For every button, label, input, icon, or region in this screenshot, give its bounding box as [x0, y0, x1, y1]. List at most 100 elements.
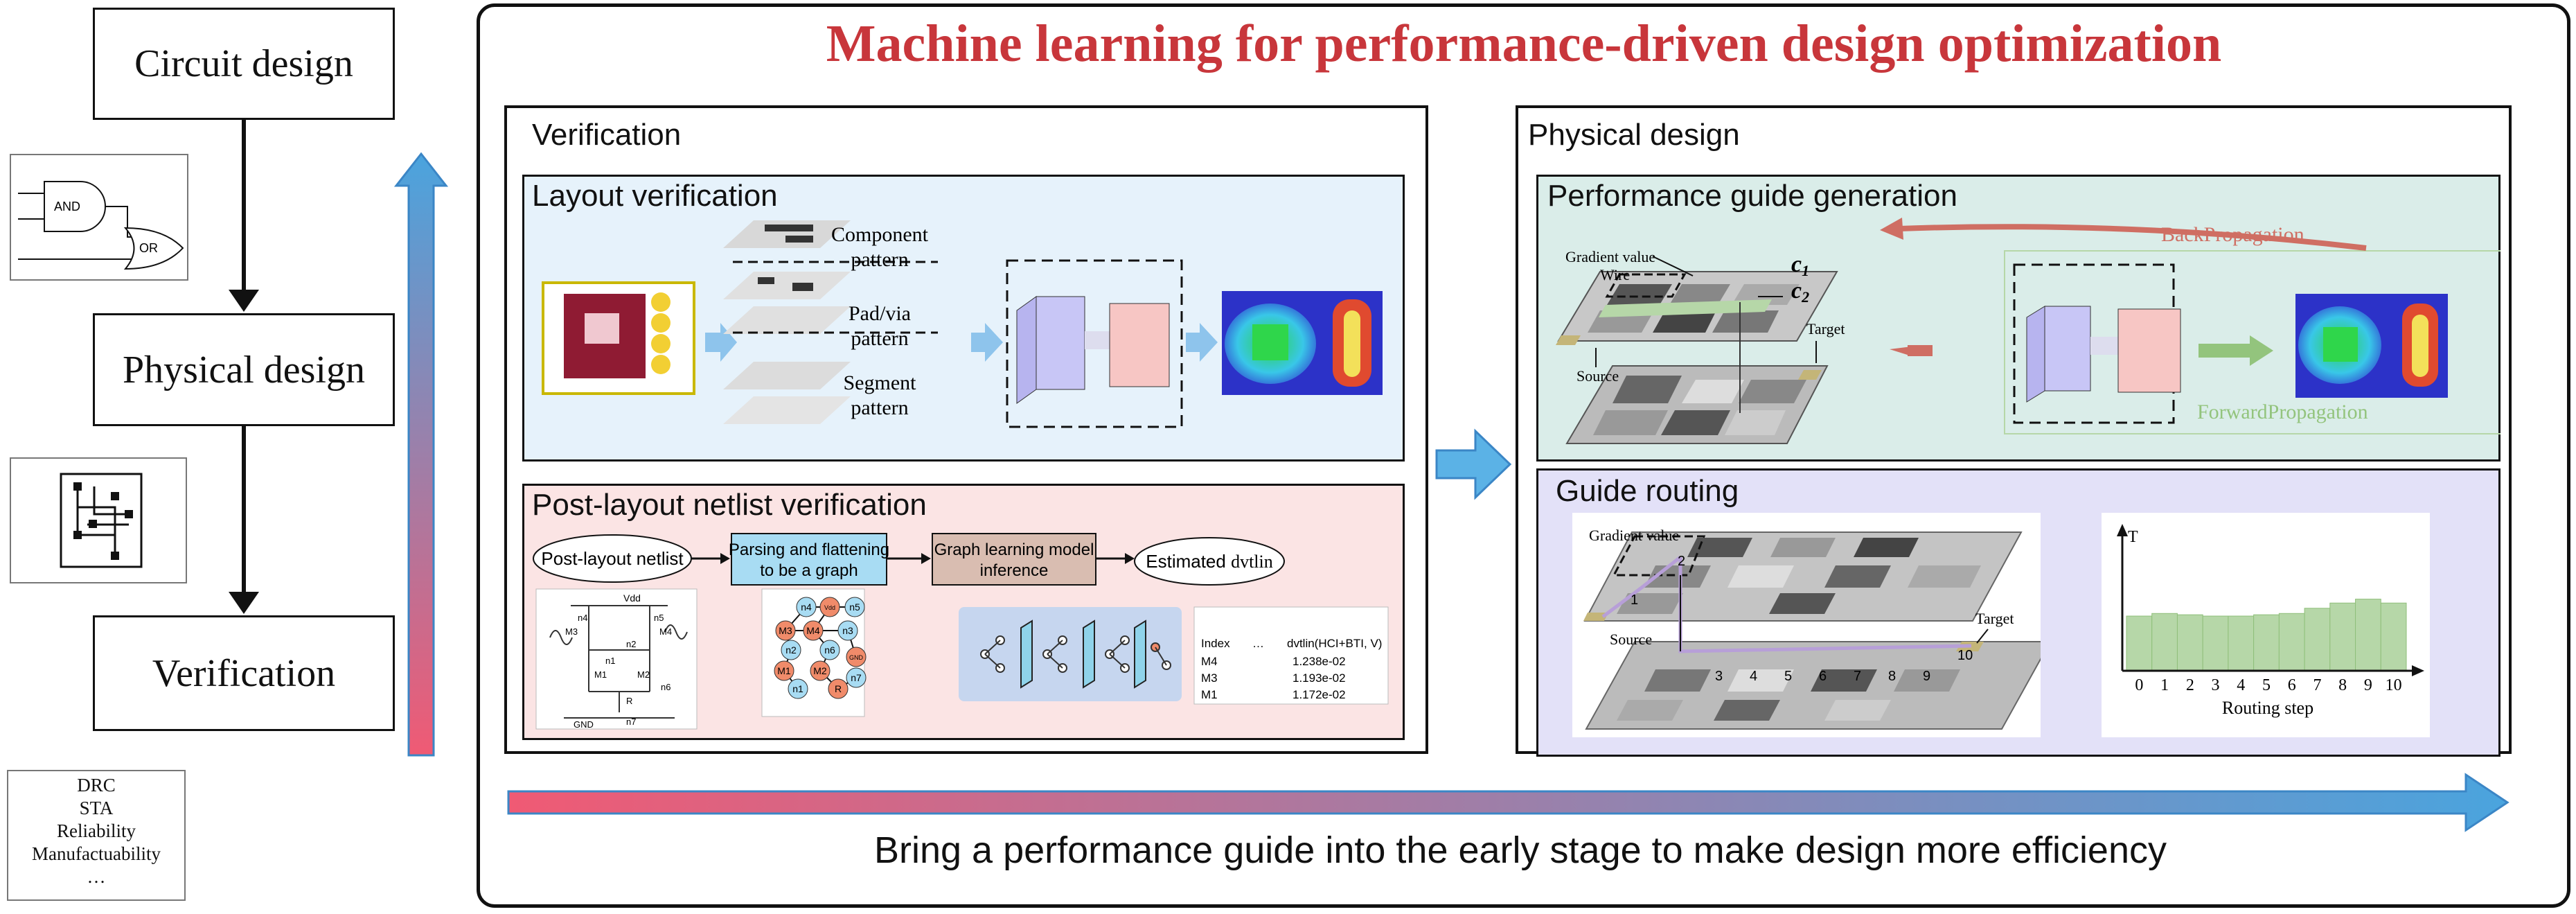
chart-bar: [2355, 599, 2381, 671]
svg-text:n7: n7: [626, 717, 636, 727]
svg-text:R: R: [626, 696, 632, 706]
svg-text:M3: M3: [565, 626, 578, 637]
svg-text:Post-layout netlist: Post-layout netlist: [541, 548, 684, 569]
svg-text:…: …: [1252, 637, 1264, 650]
svg-text:n2: n2: [626, 639, 636, 649]
svg-text:M3: M3: [779, 625, 792, 636]
svg-text:n5: n5: [849, 601, 860, 613]
route-gradient-label: Gradient value: [1589, 527, 1679, 544]
logic-gate-icon: AND OR: [18, 181, 184, 270]
chip-layout-icon: [60, 473, 143, 568]
svg-text:n5: n5: [654, 613, 664, 623]
svg-text:M4: M4: [659, 626, 672, 637]
verification-label: Verification: [152, 651, 336, 695]
gen-wire-label: Wire: [1600, 266, 1630, 283]
route-target-label: Target: [1975, 610, 2014, 627]
svg-text:M2: M2: [813, 665, 827, 676]
route-step-label: 1: [1631, 592, 1638, 608]
chart-tick-label: 3: [2212, 676, 2220, 694]
svg-text:M1: M1: [594, 669, 607, 680]
svg-text:to be a graph: to be a graph: [760, 561, 858, 580]
route-step-label: 10: [1957, 648, 1973, 663]
chart-tick-label: 9: [2364, 676, 2372, 694]
chart-bar: [2202, 615, 2229, 671]
circuit-schematic: [535, 588, 698, 730]
svg-text:1.238e-02: 1.238e-02: [1293, 655, 1346, 668]
c1-label: c1: [1791, 252, 1809, 279]
svg-text:Parsing and flattening: Parsing and flattening: [729, 541, 889, 559]
chart-tick-label: 6: [2288, 676, 2296, 694]
chart-tick-label: 1: [2160, 676, 2169, 694]
svg-text:n7: n7: [851, 672, 862, 683]
logic-gate-thumbnail: AND OR: [10, 154, 188, 281]
svg-text:M3: M3: [1201, 671, 1218, 685]
netlist-verification-title: Post-layout netlist verification: [532, 488, 927, 522]
middle-arrow: [1435, 428, 1512, 500]
model-dashed-box: [1006, 259, 1183, 428]
layout-verification-diagram: Component pattern Pad/via pattern Segmen…: [542, 220, 1383, 428]
route-step-label: 7: [1854, 669, 1861, 684]
gen-target-label: Target: [1806, 320, 1845, 337]
forward-area: [2004, 250, 2501, 434]
verification-box: Verification: [93, 615, 395, 731]
bottom-caption: Bring a performance guide into the early…: [873, 829, 2167, 871]
pad-via-label-2: pattern: [851, 327, 908, 350]
chart-tick-label: 0: [2135, 676, 2143, 694]
guide-generation-title: Performance guide generation: [1547, 179, 1957, 213]
svg-text:Estimated dvtlin: Estimated dvtlin: [1146, 551, 1273, 572]
svg-text:AND: AND: [54, 200, 80, 213]
svg-text:R: R: [835, 683, 842, 694]
guide-model-dashed-box: [2013, 263, 2175, 424]
route-step-label: 9: [1923, 669, 1930, 684]
pad-via-label-1: Pad/via: [849, 302, 911, 325]
segment-label-1: Segment: [844, 371, 917, 394]
dvtlin-table: [1193, 606, 1389, 705]
svg-text:Vdd: Vdd: [623, 592, 641, 604]
guide-routing-diagram: Gradient value Source Target 1 2 3 4 5 6…: [1572, 513, 2041, 737]
chart-bar: [2151, 613, 2178, 671]
gnn-illustration: [959, 607, 1182, 701]
flow-arrows: [229, 120, 449, 757]
gen-gradient-label: Gradient value: [1565, 248, 1655, 265]
chart-bar: [2304, 608, 2331, 671]
check-sta: STA: [79, 798, 114, 818]
chart-bar: [2380, 602, 2407, 671]
check-drc: DRC: [77, 775, 116, 796]
svg-text:inference: inference: [980, 561, 1049, 580]
svg-text:n3: n3: [842, 625, 853, 636]
chart-bar: [2126, 615, 2153, 671]
layout-verification-title: Layout verification: [532, 179, 778, 213]
chart-tick-label: 8: [2338, 676, 2347, 694]
chart-x-label: Routing step: [2222, 698, 2313, 718]
svg-text:n1: n1: [792, 683, 803, 694]
main-title: Machine learning for performance-driven …: [826, 15, 2222, 73]
backprop-label: BackPropagation: [2161, 223, 2304, 246]
check-reliability: Reliability: [57, 820, 136, 841]
svg-text:M2: M2: [637, 669, 650, 680]
guide-routing-title: Guide routing: [1556, 474, 1739, 508]
netlist-verification-diagram: Post-layout netlist Parsing and flatteni…: [533, 533, 1389, 730]
c2-label: c2: [1791, 278, 1809, 306]
svg-text:n6: n6: [661, 682, 670, 692]
route-step-label: 8: [1888, 669, 1896, 684]
circuit-design-box: Circuit design: [93, 8, 395, 120]
chart-bar: [2176, 614, 2203, 671]
component-pattern-label-2: pattern: [851, 248, 908, 271]
route-step-label: 2: [1678, 554, 1685, 569]
svg-text:GND: GND: [849, 654, 864, 661]
chart-tick-label: 10: [2386, 676, 2402, 694]
check-ellipsis: …: [87, 866, 106, 887]
physical-panel-title: Physical design: [1528, 118, 1740, 152]
svg-text:Vdd: Vdd: [824, 604, 835, 611]
chart-tick-label: 7: [2313, 676, 2321, 694]
svg-text:M4: M4: [1201, 655, 1218, 668]
route-step-label: 4: [1750, 669, 1757, 684]
svg-text:n4: n4: [578, 613, 587, 623]
chart-bar: [2228, 615, 2255, 671]
component-pattern-label-1: Component: [831, 223, 929, 246]
svg-text:Index: Index: [1201, 637, 1230, 650]
up-progress-arrow: [393, 152, 449, 757]
physical-design-label: Physical design: [123, 348, 365, 392]
svg-text:n2: n2: [785, 644, 797, 656]
